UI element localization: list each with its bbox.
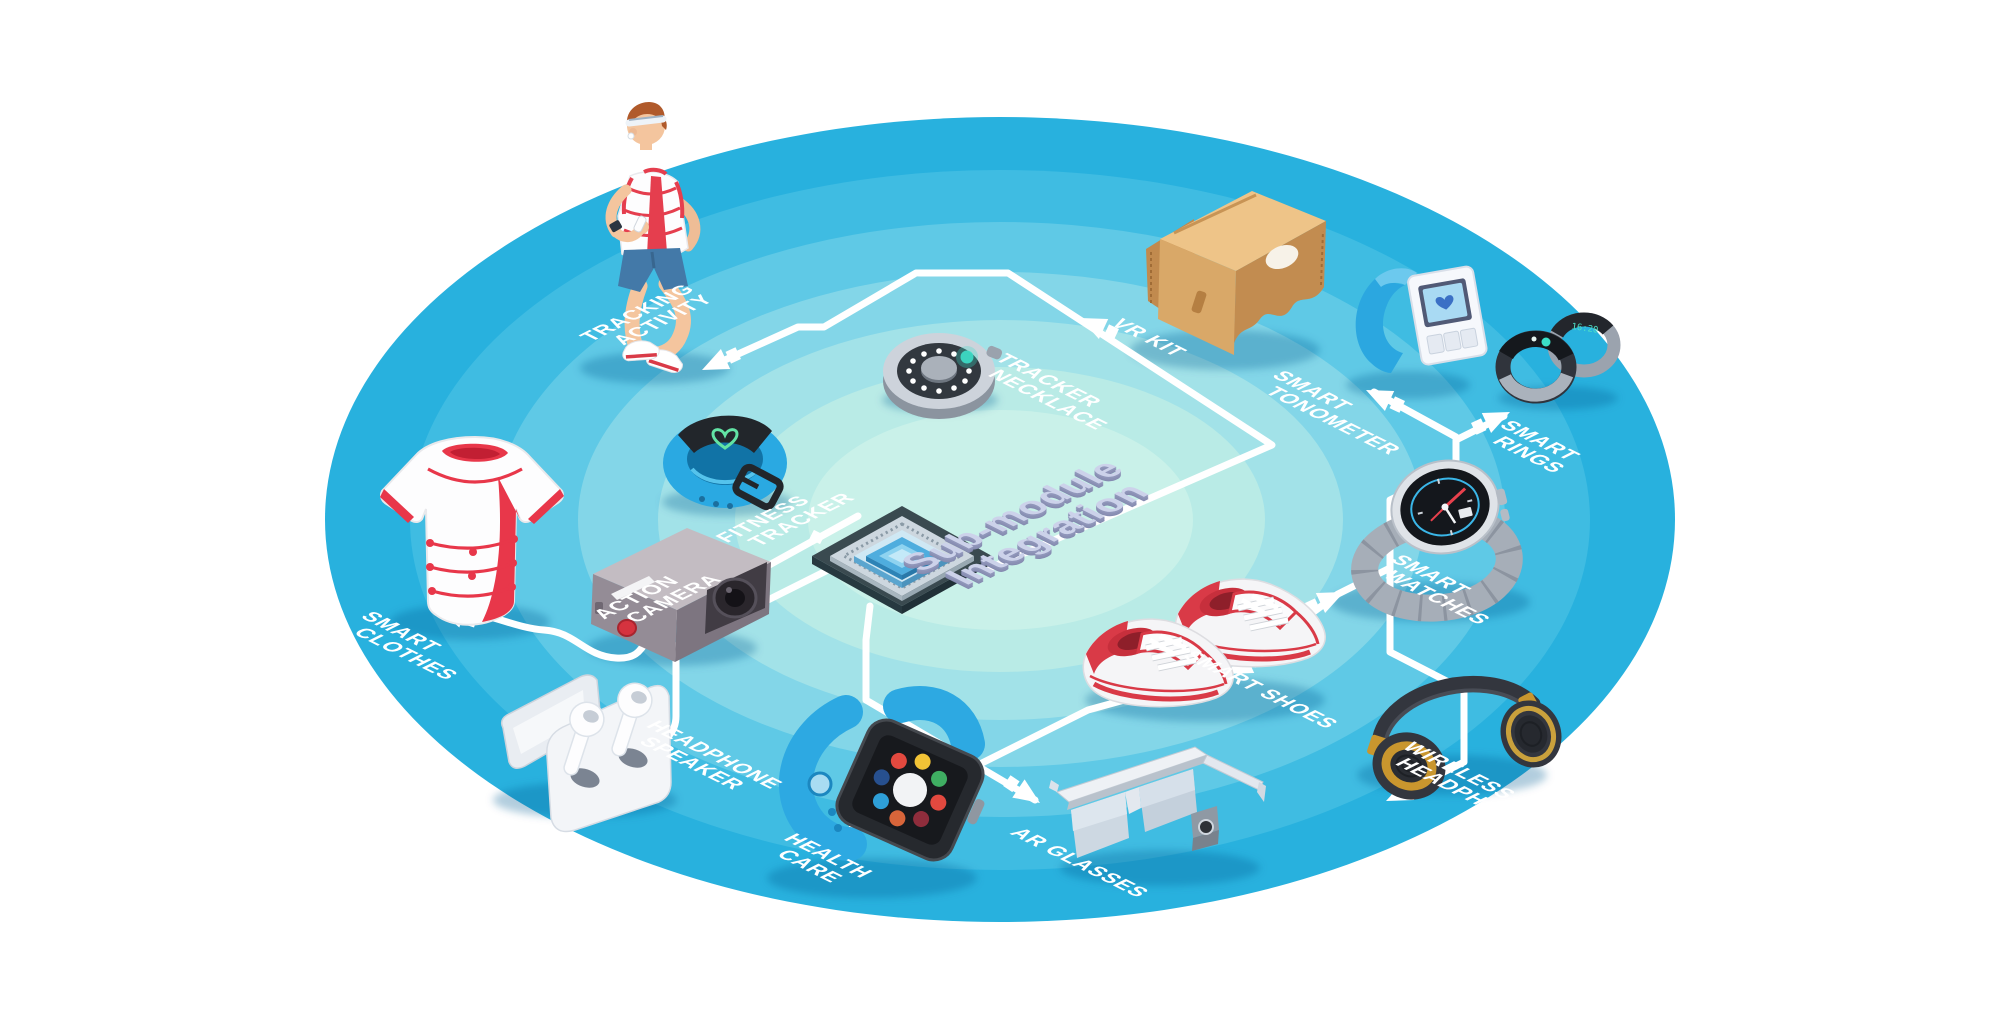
ring-display-text: 16:20: [1571, 322, 1599, 336]
vr-kit-illustration: [1146, 191, 1326, 355]
fitness-tracker-illustration: [663, 415, 787, 511]
smart-clothes-illustration: [380, 435, 564, 626]
wireless-headphones-illustration: [1367, 675, 1562, 800]
smart-tonometer-illustration: [1355, 265, 1488, 373]
health-care-watch-illustration: [779, 686, 985, 862]
earbuds-illustration: [500, 674, 672, 833]
smart-rings-illustration: 16:20: [1495, 312, 1621, 404]
running-man-illustration: [605, 102, 701, 373]
ar-glasses-illustration: [1049, 746, 1266, 858]
tracker-necklace-illustration: [883, 333, 1003, 419]
arrow-ar-glasses: [1000, 771, 1047, 813]
hub-chip-illustration: [812, 506, 992, 614]
smart-shoes-illustration: [1082, 578, 1326, 708]
action-camera-illustration: [591, 528, 771, 662]
smart-watch-illustration: [1351, 459, 1523, 622]
